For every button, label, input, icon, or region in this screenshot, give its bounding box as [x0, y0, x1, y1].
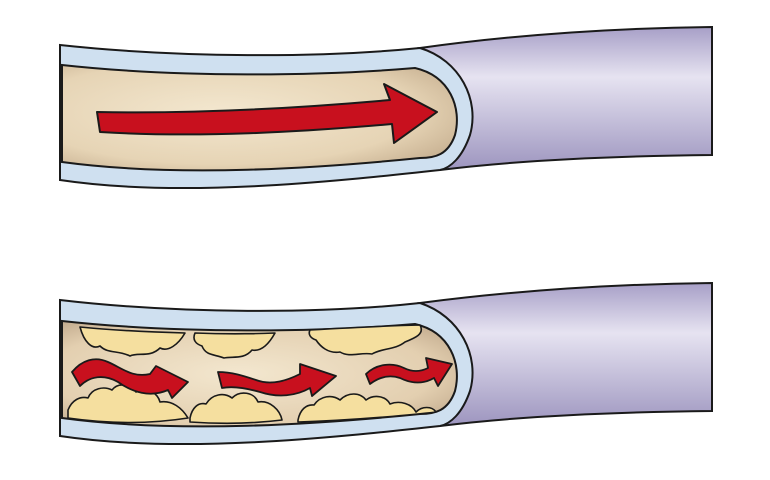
plaque-deposit	[308, 324, 423, 356]
turbulent-flow-arrow	[365, 357, 453, 387]
plaque-deposit	[79, 326, 186, 357]
plaque-deposit	[297, 393, 437, 423]
laminar-flow-arrow	[96, 83, 438, 144]
plaque-deposit	[193, 332, 276, 359]
healthy-artery	[59, 25, 713, 190]
plaque-deposit	[189, 392, 283, 425]
turbulent-flow-arrow	[217, 363, 337, 397]
narrowed-artery	[59, 281, 713, 446]
turbulent-flow-arrow	[71, 358, 189, 399]
